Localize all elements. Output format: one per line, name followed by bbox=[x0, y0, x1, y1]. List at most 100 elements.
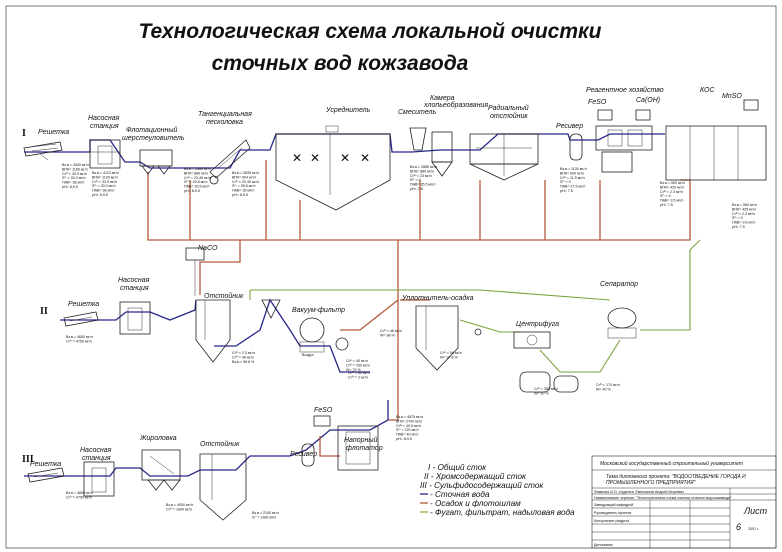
vacuum-filter bbox=[299, 317, 325, 343]
quality-q8-line-2: Cr³⁺= 2.3 мг/л bbox=[732, 212, 755, 216]
title-line-2: сточных вод кожзавода bbox=[212, 52, 469, 75]
caoh-tank bbox=[635, 109, 651, 121]
line-1-equipment: ✕✕ ✕✕ bbox=[23, 99, 767, 211]
svg-text:Наименование чертежа: "Техноло: Наименование чертежа: "Технологическая с… bbox=[594, 496, 732, 500]
quality-q4-line-4: ПАВ= 35 мг/л bbox=[232, 189, 254, 193]
quality-q7-line-3: S²⁻= 0 bbox=[660, 194, 671, 198]
quality-q8-line-4: ПАВ= 9.6 мг/л bbox=[732, 221, 755, 225]
tank-a bbox=[519, 371, 551, 393]
quality-q2-line-5: pH= 8-9.5 bbox=[92, 193, 108, 197]
svg-text:Центрифуга: Центрифуга bbox=[516, 321, 559, 328]
quality-q3-line-1: ВПК= 880 мг/л bbox=[184, 171, 208, 175]
quality-q3-line-5: pH= 8-9.5 bbox=[184, 189, 200, 193]
svg-text:2001 г.: 2001 г. bbox=[748, 527, 759, 531]
svg-text:Жироловка: Жироловка bbox=[139, 435, 177, 442]
svg-text:шерстеуловитель: шерстеуловитель bbox=[122, 135, 185, 142]
quality-q4-line-5: pH= 8-9.5 bbox=[232, 193, 248, 197]
quality-q15-line-0: Cr³⁺= 380 мг/л bbox=[534, 387, 558, 391]
quality-q10-line-0: Cr³⁺= 2.3 мг/л bbox=[232, 351, 255, 355]
quality-q20-line-0: Вз.в.= 4875 мг/л bbox=[396, 415, 423, 419]
quality-q5-line-1: ВПК= 880 мг/л bbox=[410, 169, 434, 173]
svg-text:III - Сульфидосодержащий сток: III - Сульфидосодержащий сток bbox=[420, 481, 544, 490]
quality-q15-line-1: W= 60 % bbox=[534, 391, 549, 395]
line-2 bbox=[60, 247, 637, 393]
svg-text:Насосная: Насосная bbox=[88, 115, 120, 122]
svg-text:- Сточная вода: - Сточная вода bbox=[430, 490, 490, 499]
svg-text:Фамилия И.О. студента: Емельян: Фамилия И.О. студента: Емельянов Андрей … bbox=[594, 490, 684, 494]
svg-text:станция: станция bbox=[120, 285, 149, 292]
svg-text:Напорный: Напорный bbox=[344, 436, 378, 444]
svg-text:Ca(OH): Ca(OH) bbox=[636, 97, 660, 104]
feso-tank-2 bbox=[313, 415, 331, 427]
quality-q11-line-2: W= 75 % bbox=[346, 368, 361, 372]
line-label-2: II bbox=[40, 306, 48, 317]
quality-q6-line-0: Вз.в.= 1130 мг/л bbox=[560, 167, 587, 171]
quality-q5-line-3: S²⁻= 0 bbox=[410, 178, 421, 182]
svg-text:песколовка: песколовка bbox=[206, 119, 243, 126]
svg-text:II - Хромсодержащий сток: II - Хромсодержащий сток bbox=[424, 472, 527, 481]
svg-text:Флотационный: Флотационный bbox=[126, 126, 178, 134]
quality-q20-line-1: ВПК= 2700 мг/л bbox=[396, 419, 422, 423]
reagent-unit bbox=[595, 125, 653, 151]
wool-catcher bbox=[139, 149, 173, 167]
svg-text:- Фугат, фильтрат, надыловая в: - Фугат, фильтрат, надыловая вода bbox=[430, 508, 575, 517]
line-label-3: III bbox=[22, 454, 34, 465]
quality-q9-line-0: Вз.в.= 4600 мг/л bbox=[66, 335, 93, 339]
svg-text:Решетка: Решетка bbox=[38, 129, 69, 136]
quality-q4-line-2: Cr³⁺= 20.45 мг/л bbox=[232, 180, 259, 184]
svg-text:Насосная: Насосная bbox=[118, 277, 150, 284]
settler-2 bbox=[195, 299, 231, 363]
svg-text:Московский государственный стр: Московский государственный строительный … bbox=[600, 460, 743, 467]
quality-q2-line-3: S²⁻= 30.0 мг/л bbox=[92, 184, 115, 188]
quality-q6-line-2: Cr³⁺= 11.5 мг/л bbox=[560, 176, 585, 180]
quality-q1-line-3: S²⁻= 30.0 мг/л bbox=[62, 176, 85, 180]
quality-q2-line-4: ПАВ= 38 мг/л bbox=[92, 189, 114, 193]
svg-text:Сепаратор: Сепаратор bbox=[600, 281, 638, 288]
quality-q4-line-0: Вз.в.= 2835 мг/л bbox=[232, 171, 259, 175]
svg-text:FeSO: FeSO bbox=[588, 99, 607, 106]
quality-q16-line-1: W= 40 % bbox=[596, 387, 611, 391]
svg-text:Вакуум-фильтр: Вакуум-фильтр bbox=[292, 307, 345, 314]
quality-q9-line-1: Cr³⁺= 4750 мг/л bbox=[66, 339, 92, 343]
quality-q2-line-2: Cr³⁺= 33.9 мг/л bbox=[92, 180, 117, 184]
svg-text:Воздух: Воздух bbox=[302, 353, 314, 357]
svg-text:Ресивер: Ресивер bbox=[290, 451, 317, 458]
svg-text:Решетка: Решетка bbox=[30, 461, 61, 468]
svg-text:хлопьеобразования: хлопьеобразования bbox=[423, 101, 488, 109]
quality-q18-line-0: Вз.в.= 4000 мг/л bbox=[166, 503, 193, 507]
quality-q3-line-0: Вз.в.= 2886 мг/л bbox=[184, 167, 211, 171]
svg-text:- Осадок и флотошлам: - Осадок и флотошлам bbox=[430, 499, 521, 508]
svg-text:Лист: Лист bbox=[743, 506, 768, 516]
feso-tank bbox=[597, 109, 613, 121]
line-label-1: I bbox=[22, 128, 26, 139]
svg-text:Заведующий кафедрой: Заведующий кафедрой bbox=[594, 503, 633, 507]
quality-q8-line-5: pH= 7.5 bbox=[732, 225, 745, 229]
svg-text:Тема дипломного проекта: "ВОДО: Тема дипломного проекта: "ВОДООТВЕДЕНИЕ … bbox=[606, 474, 746, 480]
title-block: Московский государственный строительный … bbox=[591, 455, 777, 549]
quality-q19-line-0: Вз.в.= 2100 мг/л bbox=[252, 511, 279, 515]
svg-text:✕: ✕ bbox=[310, 151, 320, 165]
svg-text:FeSO: FeSO bbox=[314, 407, 333, 414]
quality-q3-line-3: S²⁻= 20.8 мг/л bbox=[184, 180, 207, 184]
quality-q7-line-2: Cr³⁺= 2.3 мг/л bbox=[660, 190, 683, 194]
svg-text:Отстойник: Отстойник bbox=[200, 440, 240, 448]
quality-q1-line-5: pH= 8-9.5 bbox=[62, 185, 78, 189]
sheet-frame bbox=[5, 5, 777, 549]
screen-1 bbox=[23, 141, 63, 157]
pump-station-3 bbox=[83, 461, 115, 497]
quality-q7-line-4: ПАВ= 9.5 мг/л bbox=[660, 199, 683, 203]
quality-q11-line-1: Cr³⁺= 250 мг/л bbox=[346, 363, 370, 367]
tank-b bbox=[553, 375, 579, 393]
legend: I - Общий сток II - Хромсодержащий сток … bbox=[420, 463, 575, 517]
svg-text:Руководитель проекта: Руководитель проекта bbox=[594, 511, 631, 515]
equipment-labels: Решетка Насосная станция Флотационный ше… bbox=[30, 86, 742, 468]
svg-text:Насосная: Насосная bbox=[80, 447, 112, 454]
quality-q8-line-3: S²⁻= 0 bbox=[732, 216, 743, 220]
quality-q5-line-0: Вз.в.= 2865 мг/л bbox=[410, 165, 437, 169]
quality-q10-line-1: Cr³⁺= 46 мг/л bbox=[232, 355, 254, 359]
svg-text:Смеситель: Смеситель bbox=[398, 109, 437, 116]
quality-q10-line-2: Вз.в.= 98.8 % bbox=[232, 360, 255, 364]
quality-q19-line-1: S²⁻= 1180 мг/л bbox=[252, 515, 276, 519]
pump-station-2 bbox=[119, 301, 151, 335]
